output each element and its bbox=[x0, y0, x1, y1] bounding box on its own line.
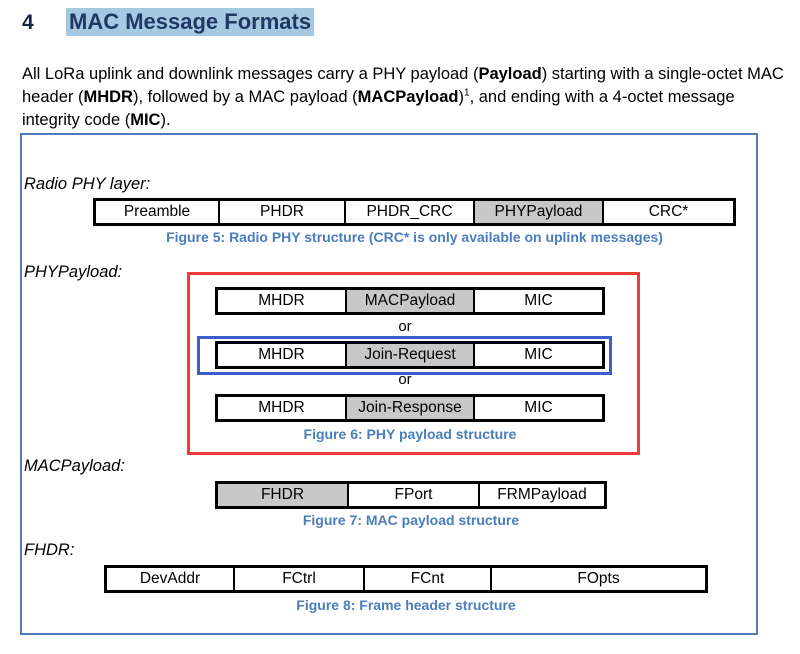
table-cell: MHDR bbox=[218, 290, 347, 312]
radio-phy-structure-table: Preamble PHDR PHDR_CRC PHYPayload CRC* bbox=[93, 198, 736, 226]
table-cell: MACPayload bbox=[347, 290, 476, 312]
para-text-2: ) starting with a single-octet MAC heade… bbox=[22, 64, 784, 106]
para-text-1: All LoRa uplink and downlink messages ca… bbox=[22, 64, 479, 83]
figure-caption-7: Figure 7: MAC payload structure bbox=[302, 512, 520, 528]
table-cell: MIC bbox=[475, 290, 603, 312]
table-cell: PHDR_CRC bbox=[346, 201, 475, 223]
para-text-3: ), followed by a MAC payload ( bbox=[132, 87, 358, 106]
footnote-marker: 1 bbox=[464, 87, 470, 98]
table-cell: FHDR bbox=[218, 484, 349, 506]
table-cell: FPort bbox=[349, 484, 480, 506]
table-cell: PHYPayload bbox=[475, 201, 604, 223]
page-heading: 4 MAC Message Formats bbox=[22, 8, 315, 37]
table-cell: MHDR bbox=[218, 344, 347, 366]
term-payload: Payload bbox=[478, 64, 542, 83]
section-label-mac-payload: MACPayload: bbox=[24, 457, 125, 475]
table-cell: MIC bbox=[475, 397, 603, 419]
term-macpayload: MACPayload bbox=[357, 87, 459, 106]
term-mhdr: MHDR bbox=[83, 87, 133, 106]
page-title: MAC Message Formats bbox=[66, 8, 315, 37]
or-separator-2: or bbox=[398, 371, 412, 388]
fhdr-structure-table: DevAddr FCtrl FCnt FOpts bbox=[104, 565, 708, 593]
phy-payload-row-join-response: MHDR Join-Response MIC bbox=[215, 394, 605, 422]
table-cell: Preamble bbox=[96, 201, 220, 223]
table-cell: FCnt bbox=[365, 568, 492, 590]
table-cell: CRC* bbox=[604, 201, 733, 223]
table-cell: MHDR bbox=[218, 397, 347, 419]
figure-caption-6: Figure 6: PHY payload structure bbox=[303, 426, 517, 442]
table-cell: Join-Response bbox=[347, 397, 476, 419]
section-label-radio-phy: Radio PHY layer: bbox=[24, 175, 151, 193]
phy-payload-row-macpayload: MHDR MACPayload MIC bbox=[215, 287, 605, 315]
table-cell: DevAddr bbox=[107, 568, 235, 590]
table-cell: MIC bbox=[475, 344, 603, 366]
heading-number: 4 bbox=[22, 11, 34, 34]
or-separator-1: or bbox=[398, 318, 412, 335]
phy-payload-row-join-request: MHDR Join-Request MIC bbox=[215, 341, 605, 369]
section-label-fhdr: FHDR: bbox=[24, 541, 75, 559]
para-text-5: ). bbox=[160, 110, 171, 129]
term-mic: MIC bbox=[130, 110, 161, 129]
intro-paragraph: All LoRa uplink and downlink messages ca… bbox=[22, 64, 784, 129]
table-cell: FOpts bbox=[492, 568, 705, 590]
table-cell: FRMPayload bbox=[480, 484, 604, 506]
para-text-4: , and ending with a 4-octet message inte… bbox=[22, 87, 735, 129]
figure-caption-5: Figure 5: Radio PHY structure (CRC* is o… bbox=[166, 229, 663, 245]
table-cell: FCtrl bbox=[235, 568, 365, 590]
mac-payload-structure-table: FHDR FPort FRMPayload bbox=[215, 481, 607, 509]
figure-caption-8: Figure 8: Frame header structure bbox=[296, 597, 516, 613]
table-cell: Join-Request bbox=[347, 344, 476, 366]
table-cell: PHDR bbox=[220, 201, 346, 223]
section-label-phy-payload: PHYPayload: bbox=[24, 263, 123, 281]
